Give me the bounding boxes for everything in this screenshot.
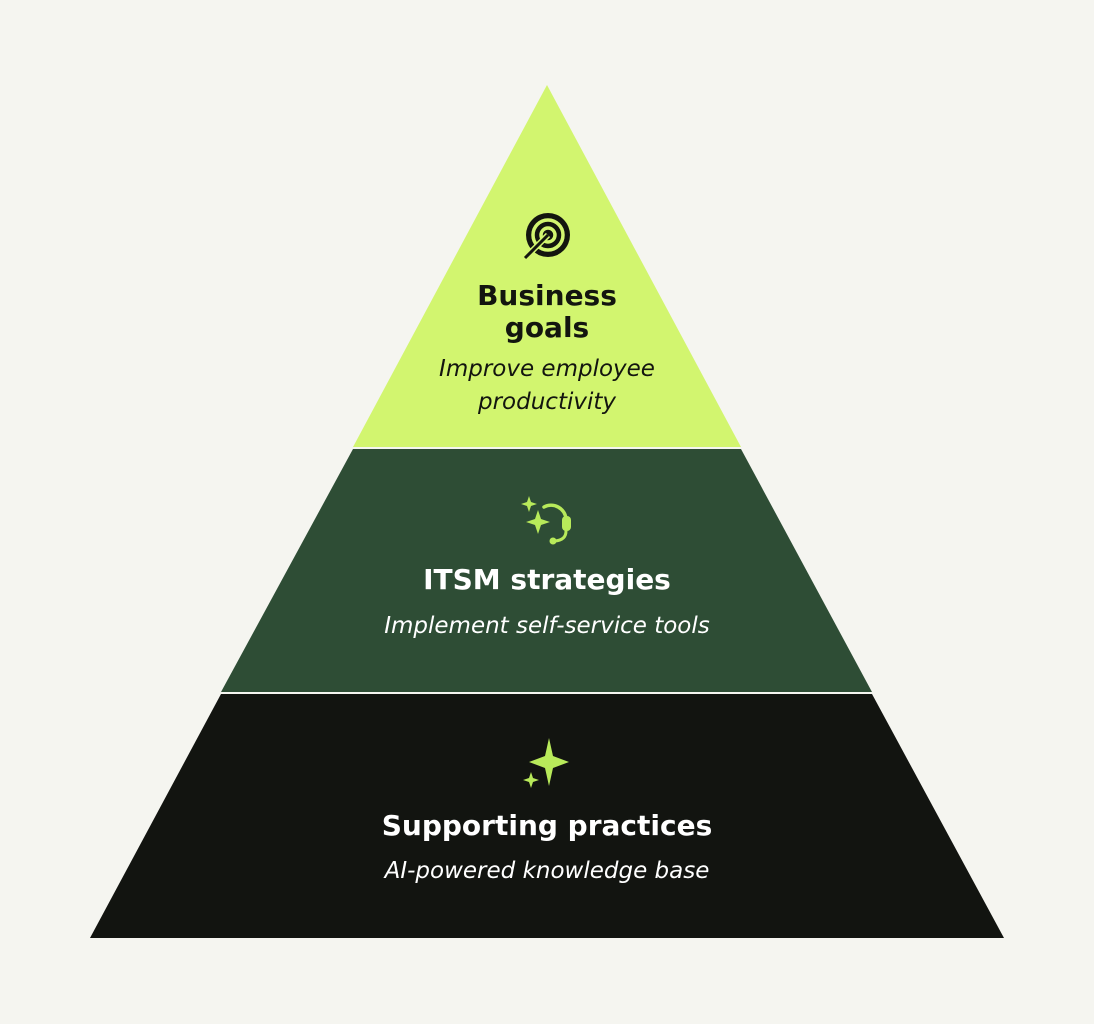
tier-title: Business — [477, 279, 617, 312]
tier-business-goals: Business goals Improve employee producti… — [0, 210, 1094, 419]
pyramid-tier-top — [353, 85, 741, 447]
tier-title-line2: goals — [504, 311, 590, 344]
pyramid-tier-bottom — [90, 694, 1004, 938]
tier-itsm-strategies: ITSM strategies Implement self-service t… — [0, 494, 1094, 643]
tier-supporting-practices: Supporting practices AI-powered knowledg… — [0, 736, 1094, 888]
pyramid-tier-middle — [221, 449, 872, 692]
tier-subtitle: Improve employee — [439, 356, 655, 382]
tier-title: Supporting practices — [381, 809, 713, 842]
tier-subtitle: Implement self-service tools — [384, 613, 710, 639]
sparkles-icon — [519, 736, 575, 792]
tier-title: ITSM strategies — [423, 563, 671, 596]
tier-subtitle: AI-powered knowledge base — [384, 858, 710, 884]
target-icon — [521, 210, 573, 262]
sparkle-headset-icon — [519, 494, 575, 550]
tier-subtitle-line2: productivity — [478, 389, 616, 415]
